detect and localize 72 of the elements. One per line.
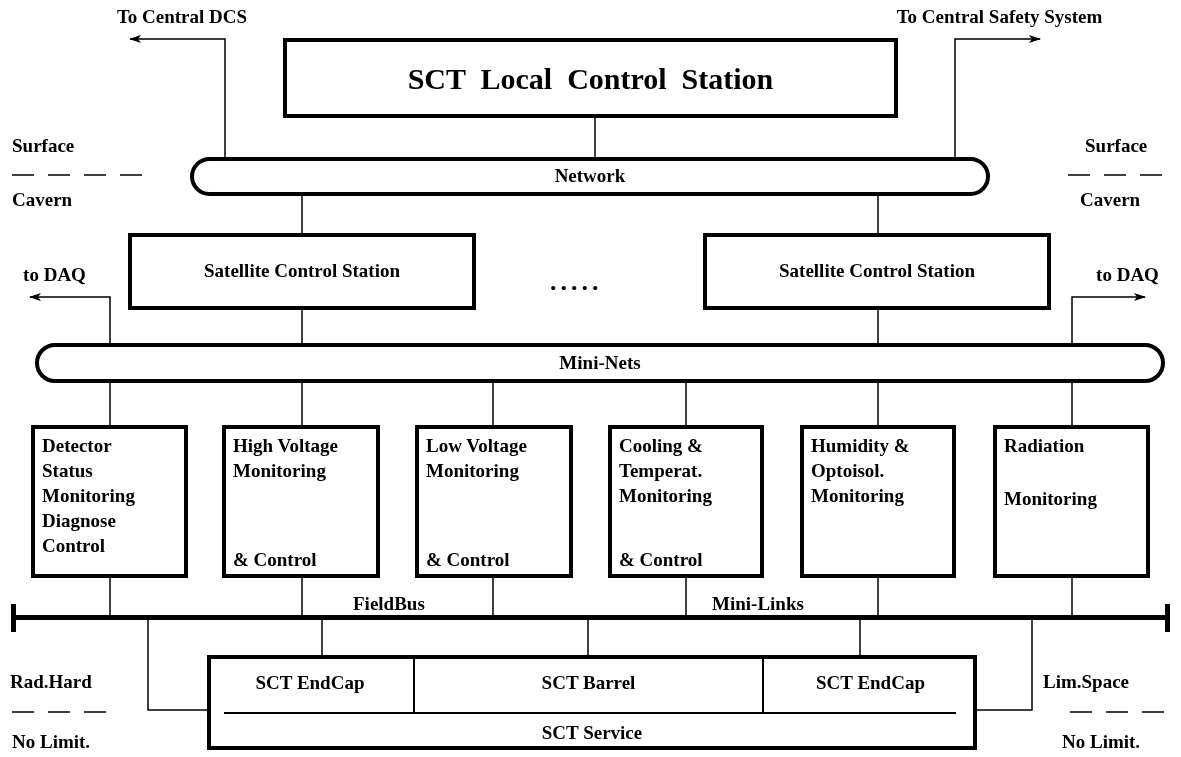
ellipsis-label: ..... <box>550 266 603 298</box>
connector-line <box>1071 577 1073 616</box>
connector-line <box>109 382 111 426</box>
side-label: FieldBus <box>353 592 425 616</box>
connector-line <box>877 195 879 234</box>
box-label: Satellite Control Station <box>779 259 975 284</box>
network-bus-pill <box>35 343 1165 383</box>
arrow <box>1071 293 1146 344</box>
module-box <box>31 425 188 578</box>
destination-label: To Central Safety System <box>896 4 1103 29</box>
connector-line <box>594 117 596 158</box>
side-label: Lim.Space <box>1043 670 1130 694</box>
connector-line <box>877 577 879 616</box>
side-label: No Limit. <box>1062 730 1141 754</box>
connector-line <box>685 577 687 616</box>
module-label: Radiation <box>1004 434 1086 458</box>
station-box <box>283 38 898 118</box>
arrow <box>29 293 111 344</box>
module-label: Humidity & Optoisol. Monitoring <box>811 434 911 508</box>
destination-label: to DAQ <box>23 262 86 287</box>
connector-line <box>109 577 111 616</box>
module-label: Detector Status Monitoring Diagnose Control <box>42 434 136 558</box>
side-label: No Limit. <box>12 730 91 754</box>
side-label: Surface <box>1085 134 1148 158</box>
side-label: Cavern <box>1080 188 1141 212</box>
side-label: Surface <box>12 134 75 158</box>
side-label: Rad.Hard <box>10 670 92 694</box>
connector-line <box>301 195 303 234</box>
connector-line <box>1071 382 1073 426</box>
connector-line <box>877 309 879 344</box>
side-label: Cavern <box>12 188 73 212</box>
connector-line <box>976 619 1033 711</box>
module-box <box>222 425 380 578</box>
module-box <box>608 425 764 578</box>
module-label: High Voltage Monitoring <box>233 434 340 483</box>
module-label: Monitoring <box>1004 487 1098 511</box>
arrow <box>129 35 226 158</box>
network-bus-pill <box>190 157 990 196</box>
arrow <box>954 35 1041 158</box>
station-box <box>703 233 1051 310</box>
side-label: Mini-Links <box>712 592 804 616</box>
connector-line <box>492 577 494 616</box>
connector-line <box>301 382 303 426</box>
connector-line <box>301 309 303 344</box>
connector-line <box>301 577 303 616</box>
network-label: Network <box>554 164 626 189</box>
part-label: SCT EndCap <box>816 671 925 696</box>
detector-box <box>207 655 977 750</box>
module-label: Cooling & Temperat. Monitoring <box>619 434 713 508</box>
module-box <box>993 425 1150 578</box>
connector-line <box>859 619 861 656</box>
connector-line <box>877 382 879 426</box>
box-label: Satellite Control Station <box>204 259 400 284</box>
module-label: Low Voltage Monitoring <box>426 434 528 483</box>
part-label: SCT EndCap <box>255 671 365 696</box>
connector-line <box>587 619 589 656</box>
box-title: SCT Local Control Station <box>407 60 774 97</box>
connector-line <box>321 619 323 656</box>
module-box <box>415 425 573 578</box>
module-label: & Control <box>619 548 704 572</box>
destination-label: To Central DCS <box>116 4 248 29</box>
module-label: & Control <box>426 548 511 572</box>
module-box <box>800 425 956 578</box>
box-label: SCT Service <box>540 721 644 745</box>
module-label: & Control <box>233 548 318 572</box>
connector-line <box>492 382 494 426</box>
destination-label: to DAQ <box>1096 262 1159 287</box>
station-box <box>128 233 476 310</box>
part-label: SCT Barrel <box>541 671 636 696</box>
connector-line <box>147 619 208 711</box>
network-label: Mini-Nets <box>559 350 641 375</box>
connector-line <box>685 382 687 426</box>
